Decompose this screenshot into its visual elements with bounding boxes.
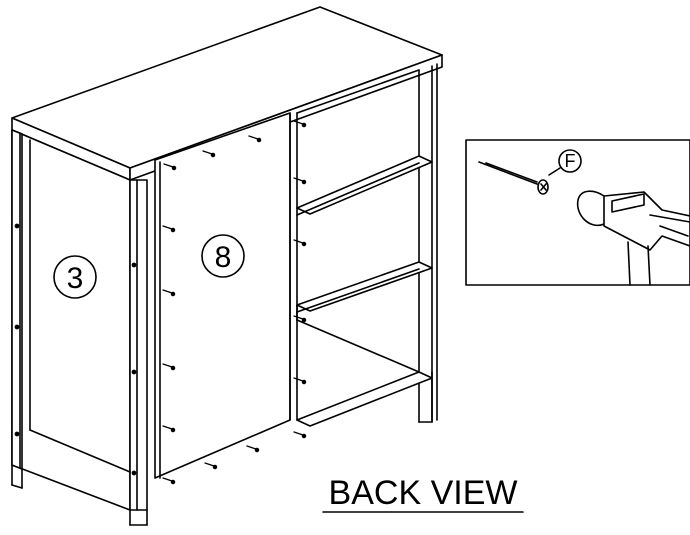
shelves bbox=[296, 155, 433, 427]
left-side-panel bbox=[11, 129, 148, 526]
hammer-icon bbox=[576, 190, 690, 286]
right-frame bbox=[296, 63, 438, 423]
nails bbox=[162, 120, 307, 485]
side-panel-label: 3 bbox=[67, 262, 84, 295]
back-panel-label: 8 bbox=[215, 241, 232, 274]
back-panel-label-circle bbox=[201, 234, 245, 278]
nail-icon bbox=[478, 161, 561, 195]
nail-label-circle bbox=[558, 149, 582, 173]
side-panel-label-circle bbox=[53, 255, 97, 299]
middle-divider bbox=[289, 112, 298, 421]
inset-detail bbox=[465, 139, 690, 286]
view-caption: BACK VIEW bbox=[329, 474, 518, 512]
nail-label: F bbox=[565, 151, 576, 171]
